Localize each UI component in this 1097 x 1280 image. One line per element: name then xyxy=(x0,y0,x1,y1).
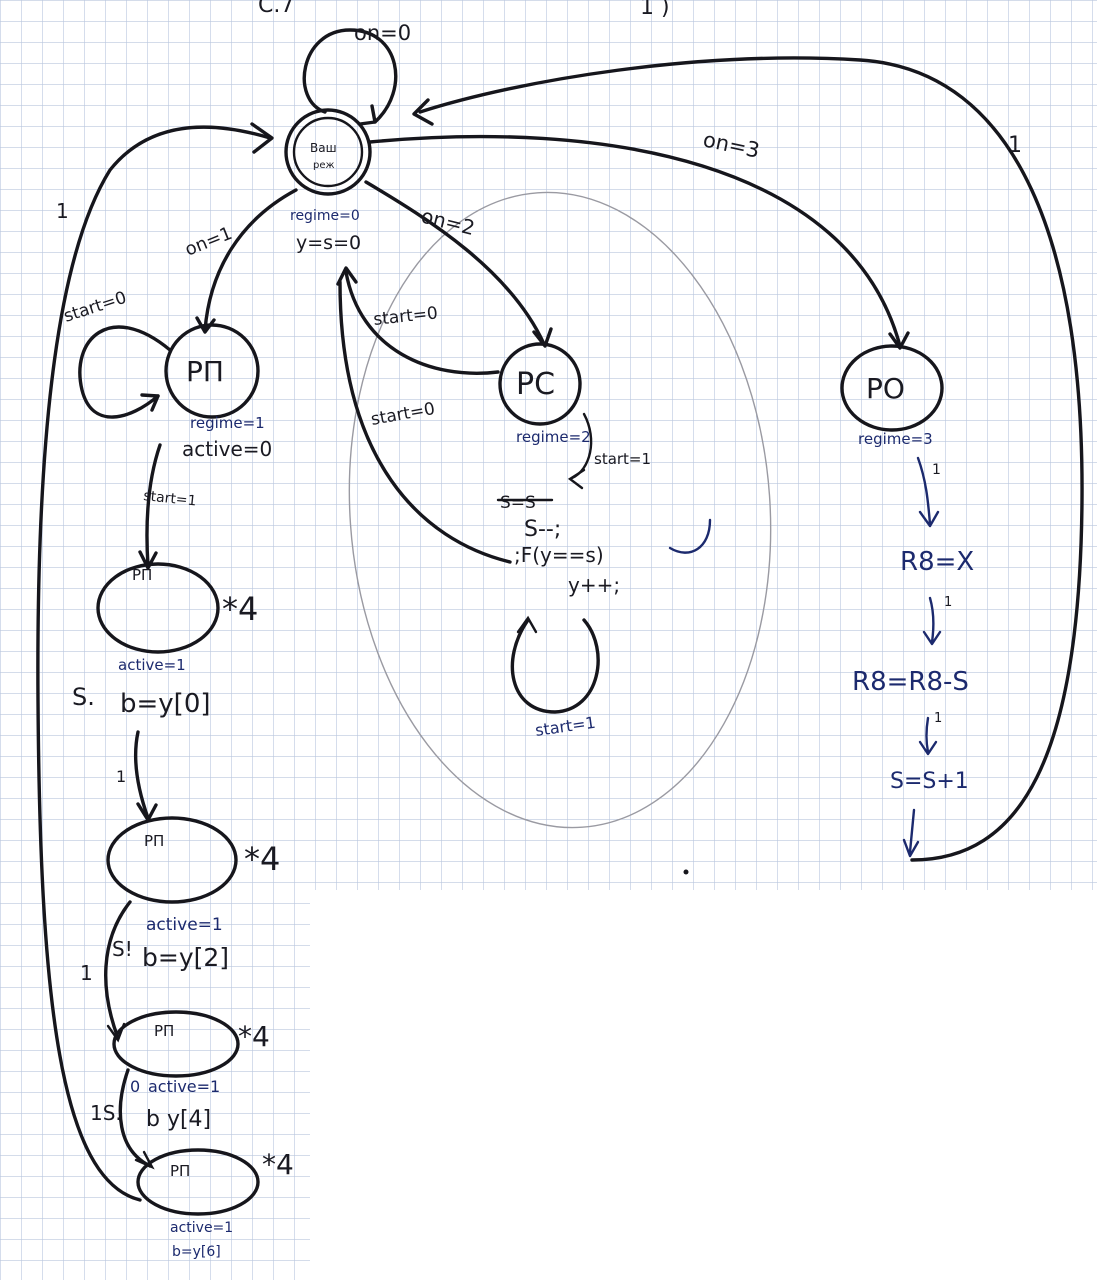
pc-code-struck: S=S xyxy=(500,493,536,513)
state-rp4-mult: *4 xyxy=(262,1148,294,1181)
transition-rp-start xyxy=(145,443,162,568)
transition-on0-label: on=0 xyxy=(354,21,411,45)
state-rp2-mult: *4 xyxy=(244,840,280,878)
state-wait-label-1: Ваш xyxy=(310,141,337,155)
state-po-label: PO xyxy=(866,372,905,405)
state-po: PO xyxy=(840,344,944,432)
state-rp2: РП xyxy=(106,816,238,904)
transition-on0-arrowhead xyxy=(358,104,377,126)
state-rp1-label: РП xyxy=(132,566,152,584)
po-arrow-4 xyxy=(902,808,920,858)
state-rp3: РП xyxy=(112,1010,240,1078)
state-rp3-label: РП xyxy=(154,1022,174,1040)
po-one-label-2: 1 xyxy=(944,595,952,610)
po-code-line2: R8=R8-S xyxy=(852,667,969,697)
transition-rp1-rp2 xyxy=(133,730,150,820)
state-rp2-note-1: active=1 xyxy=(146,915,223,935)
state-rp3-note-2: b y[4] xyxy=(146,1107,211,1132)
transition-pc-start-label: start=1 xyxy=(594,450,651,468)
transition-on3-arrowhead xyxy=(888,331,910,350)
stray-dot xyxy=(683,869,689,875)
pc-code-line1: S--; xyxy=(524,517,561,542)
transition-rp2-rp3 xyxy=(104,900,132,1040)
po-one-label-3: 1 xyxy=(934,711,942,726)
state-rp1-note-1: active=1 xyxy=(118,656,186,674)
transition-pc-start-arrowhead xyxy=(567,468,586,490)
transition-rp-start-label: start=1 xyxy=(143,488,198,509)
transition-rp4-return xyxy=(36,125,272,1202)
transition-on2-arrowhead xyxy=(532,327,553,348)
pc-code-line3: y++; xyxy=(568,573,620,597)
state-pc-label: PC xyxy=(516,367,555,402)
transition-po-return-arrowhead xyxy=(412,98,434,126)
state-rp-note-1: regime=1 xyxy=(190,414,265,432)
state-rp3-mult: *4 xyxy=(238,1020,270,1053)
po-code-line1: R8=X xyxy=(900,547,974,577)
state-rp2-note-2: b=y[2] xyxy=(142,943,229,972)
transition-rp-self-arrowhead xyxy=(140,393,160,412)
transition-rp-start-arrowhead xyxy=(138,550,158,570)
transition-one-left-label: 1 xyxy=(80,961,93,985)
grid-paper xyxy=(0,0,1097,890)
transition-on0-loop xyxy=(302,28,398,124)
state-wait: Ваш реж xyxy=(284,108,372,196)
transition-rp4-return-arrowhead xyxy=(250,122,274,154)
state-rp1-s-mark: S. xyxy=(72,683,95,711)
state-rp4-note-1: active=1 xyxy=(170,1220,233,1236)
transition-rp3-rp4 xyxy=(118,1068,152,1168)
transition-rp3-rp4-arrowhead xyxy=(134,1150,155,1170)
state-rp3-s-mark: 1S. xyxy=(90,1101,122,1125)
state-rp2-label: РП xyxy=(144,832,164,850)
state-rp2-s-mark: S! xyxy=(112,937,133,961)
transition-rp-self-loop xyxy=(78,325,172,419)
transition-pc-back xyxy=(344,270,500,375)
transition-on1-arrowhead xyxy=(195,316,216,334)
transition-one-rp1-label: 1 xyxy=(116,767,126,786)
pencil-hook xyxy=(668,518,712,554)
transition-zero-mark: 0 xyxy=(130,1077,140,1096)
state-po-note: regime=3 xyxy=(858,430,933,448)
state-rp3-note-1: active=1 xyxy=(148,1077,220,1096)
state-wait-label-2: реж xyxy=(313,160,335,171)
state-rp1-note-2: b=y[0] xyxy=(120,689,211,719)
po-arrow-3 xyxy=(918,716,938,756)
po-arrow-2 xyxy=(922,596,942,646)
state-rp4: РП xyxy=(136,1148,260,1216)
transition-pc-loop xyxy=(510,618,600,714)
state-rp1: РП xyxy=(96,562,220,654)
state-rp-label: РП xyxy=(186,355,224,388)
transition-po-return xyxy=(418,56,1084,862)
grid-paper-lower xyxy=(0,890,310,1280)
transition-on3 xyxy=(368,134,902,348)
state-rp4-label: РП xyxy=(170,1162,190,1180)
transition-pc-code-back xyxy=(338,280,512,564)
transition-pc-loop-arrowhead xyxy=(516,615,538,634)
state-pc-note: regime=2 xyxy=(516,428,591,446)
state-rp-note-2: active=0 xyxy=(182,437,272,461)
state-wait-note-2: y=s=0 xyxy=(296,232,361,254)
pencil-sketch-ellipse xyxy=(348,191,772,829)
top-scribble-right: 1 ) xyxy=(640,0,670,20)
state-wait-note-1: regime=0 xyxy=(290,208,360,224)
transition-pc-back-arrowhead xyxy=(336,266,358,286)
transition-on1 xyxy=(203,188,298,332)
transition-on2 xyxy=(364,180,546,346)
po-one-label-1: 1 xyxy=(932,462,941,478)
state-rp4-note-2: b=y[6] xyxy=(172,1244,221,1260)
transition-one-rp3-label: 1 xyxy=(56,199,69,223)
state-pc: PC xyxy=(498,342,582,426)
transition-one-right-label: 1 xyxy=(1008,133,1022,158)
top-scribble-left: С.7 xyxy=(258,0,294,18)
po-arrow-1 xyxy=(916,456,940,528)
po-code-line3: S=S+1 xyxy=(890,769,969,794)
pc-code-line2: ;F(y==s) xyxy=(514,543,604,567)
state-rp1-mult: *4 xyxy=(222,590,258,628)
